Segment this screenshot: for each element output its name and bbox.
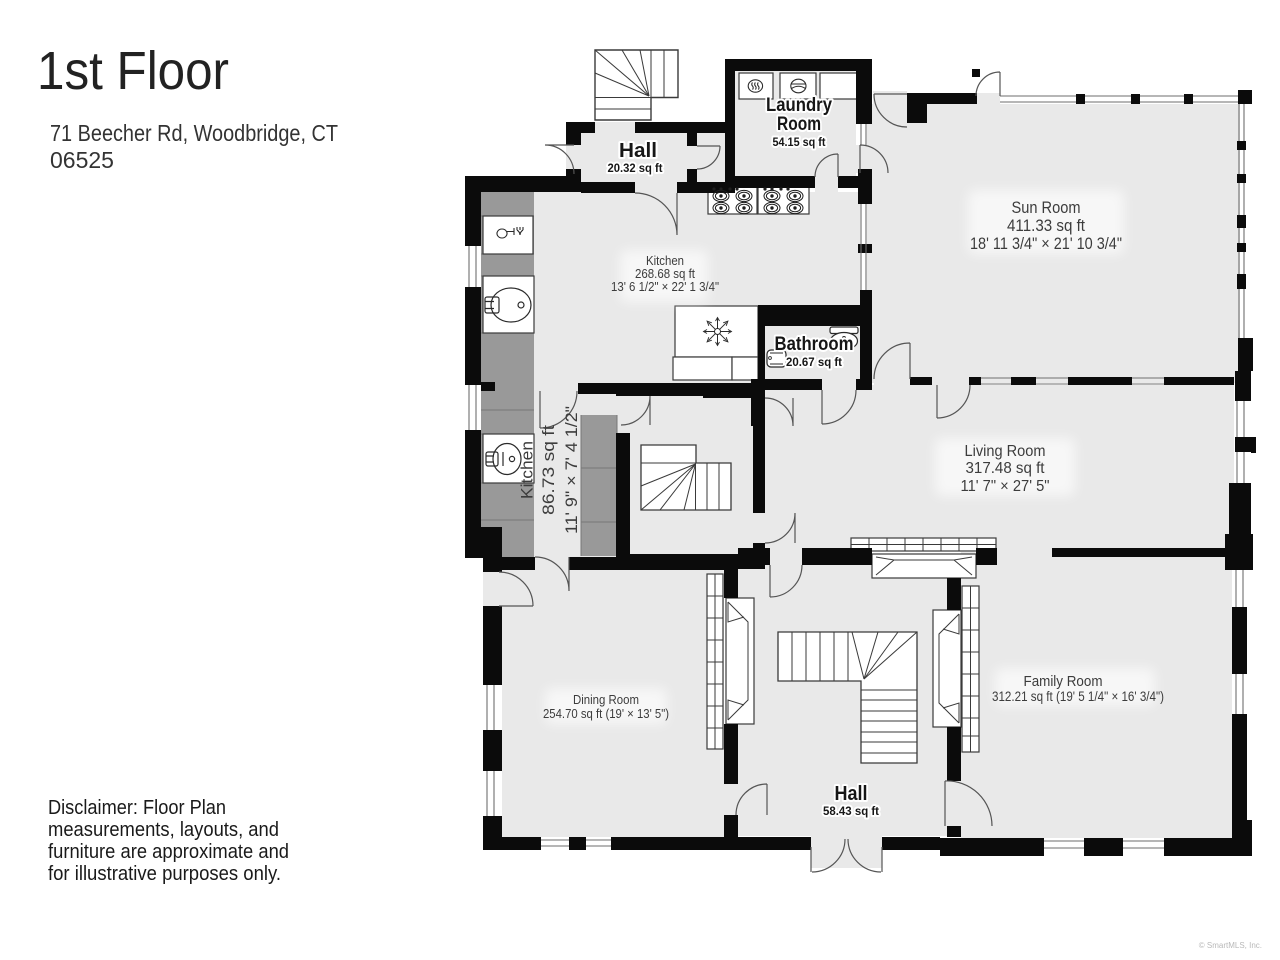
svg-text:measurements, layouts, and: measurements, layouts, and xyxy=(48,819,279,841)
svg-text:58.43 sq ft: 58.43 sq ft xyxy=(823,804,879,818)
svg-text:11' 7" × 27' 5": 11' 7" × 27' 5" xyxy=(961,478,1050,495)
svg-text:13' 6 1/2" × 22' 1 3/4": 13' 6 1/2" × 22' 1 3/4" xyxy=(611,280,719,294)
svg-text:268.68 sq ft: 268.68 sq ft xyxy=(635,267,695,281)
svg-text:Laundry: Laundry xyxy=(766,95,832,116)
svg-text:Room: Room xyxy=(777,114,821,135)
svg-text:© SmartMLS, Inc.: © SmartMLS, Inc. xyxy=(1199,941,1262,950)
svg-text:Dining Room: Dining Room xyxy=(573,693,639,707)
svg-text:Hall: Hall xyxy=(835,783,868,805)
svg-text:11' 9" × 7' 4 1/2": 11' 9" × 7' 4 1/2" xyxy=(562,406,581,534)
svg-text:Disclaimer: Floor Plan: Disclaimer: Floor Plan xyxy=(48,797,226,819)
svg-text:1st Floor: 1st Floor xyxy=(37,41,229,101)
svg-text:71 Beecher Rd, Woodbridge, CT: 71 Beecher Rd, Woodbridge, CT xyxy=(50,120,338,146)
svg-text:Kitchen: Kitchen xyxy=(518,441,537,499)
svg-text:Sun Room: Sun Room xyxy=(1012,198,1081,217)
svg-text:20.67 sq ft: 20.67 sq ft xyxy=(786,355,842,369)
svg-text:Living Room: Living Room xyxy=(965,443,1046,460)
svg-text:Family Room: Family Room xyxy=(1024,674,1103,690)
svg-text:86.73 sq ft: 86.73 sq ft xyxy=(539,425,558,515)
svg-text:06525: 06525 xyxy=(50,147,114,173)
svg-text:317.48 sq ft: 317.48 sq ft xyxy=(966,460,1046,477)
svg-text:20.32 sq ft: 20.32 sq ft xyxy=(608,161,663,175)
svg-text:Kitchen: Kitchen xyxy=(646,254,684,268)
svg-text:254.70 sq ft (19' × 13' 5"): 254.70 sq ft (19' × 13' 5") xyxy=(543,707,669,721)
svg-text:312.21 sq ft (19' 5 1/4" × 16': 312.21 sq ft (19' 5 1/4" × 16' 3/4") xyxy=(992,689,1164,704)
svg-text:for illustrative purposes only: for illustrative purposes only. xyxy=(48,863,281,885)
svg-text:54.15 sq ft: 54.15 sq ft xyxy=(773,135,826,149)
svg-text:furniture are approximate and: furniture are approximate and xyxy=(48,841,289,863)
svg-text:411.33 sq ft: 411.33 sq ft xyxy=(1007,216,1085,235)
svg-text:Bathroom: Bathroom xyxy=(775,334,854,355)
svg-text:18' 11 3/4" × 21' 10 3/4": 18' 11 3/4" × 21' 10 3/4" xyxy=(970,234,1122,253)
svg-text:Hall: Hall xyxy=(619,140,657,162)
